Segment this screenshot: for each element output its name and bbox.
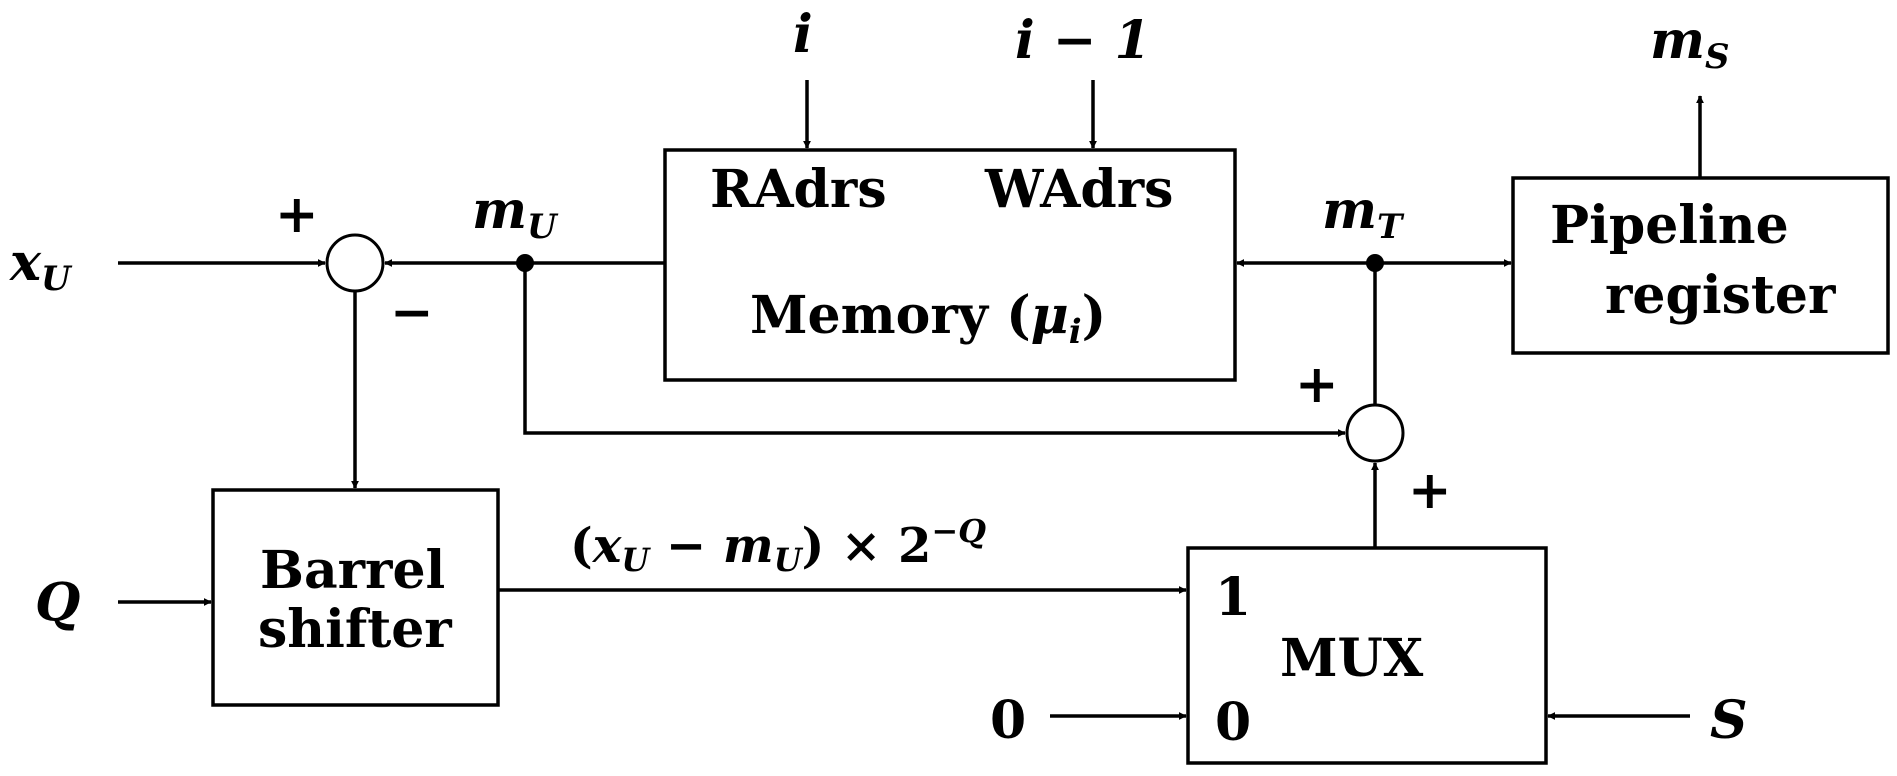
i-minus-1-label: i − 1 [1015,10,1151,71]
subtractor-plus-sign: + [275,184,319,245]
pipeline-label-line1: Pipeline [1550,195,1789,256]
pipeline-register-block: Pipeline register [1511,176,1890,355]
memory-block: RAdrs WAdrs Memory (μi) [663,148,1237,382]
memory-title: Memory (μi) [750,285,1106,352]
ms-label: mS [1650,10,1730,77]
xu-label: xU [9,232,73,299]
i-label: i [793,4,813,65]
subtractor-junction [325,233,385,293]
barrel-label-line2: shifter [258,599,452,660]
q-label: Q [35,572,80,633]
barrel-label-line1: Barrel [260,540,445,601]
subtractor-minus-sign: − [390,282,434,343]
memory-write-port-label: WAdrs [984,159,1173,220]
mux-input-0-label: 0 [1215,692,1251,753]
memory-read-port-label: RAdrs [710,159,887,220]
s-label: S [1710,690,1748,751]
zero-label: 0 [990,690,1026,751]
adder-junction [1345,403,1405,463]
mt-label: mT [1322,180,1405,247]
mux-block: MUX 1 0 [1186,546,1548,765]
mux-title: MUX [1280,628,1424,689]
mu-to-adder-wire [523,263,1346,437]
mux-input-1-label: 1 [1215,567,1251,628]
shift-expression-label: (xU − mU) × 2−Q [570,512,986,579]
adder-plus-sign-bottom: + [1408,460,1452,521]
mu-label: mU [472,180,559,247]
mu-junction-dot [516,254,534,272]
adder-plus-sign-top: + [1295,354,1339,415]
pipeline-label-line2: register [1605,265,1836,326]
barrel-shifter-block: Barrel shifter [211,488,500,707]
